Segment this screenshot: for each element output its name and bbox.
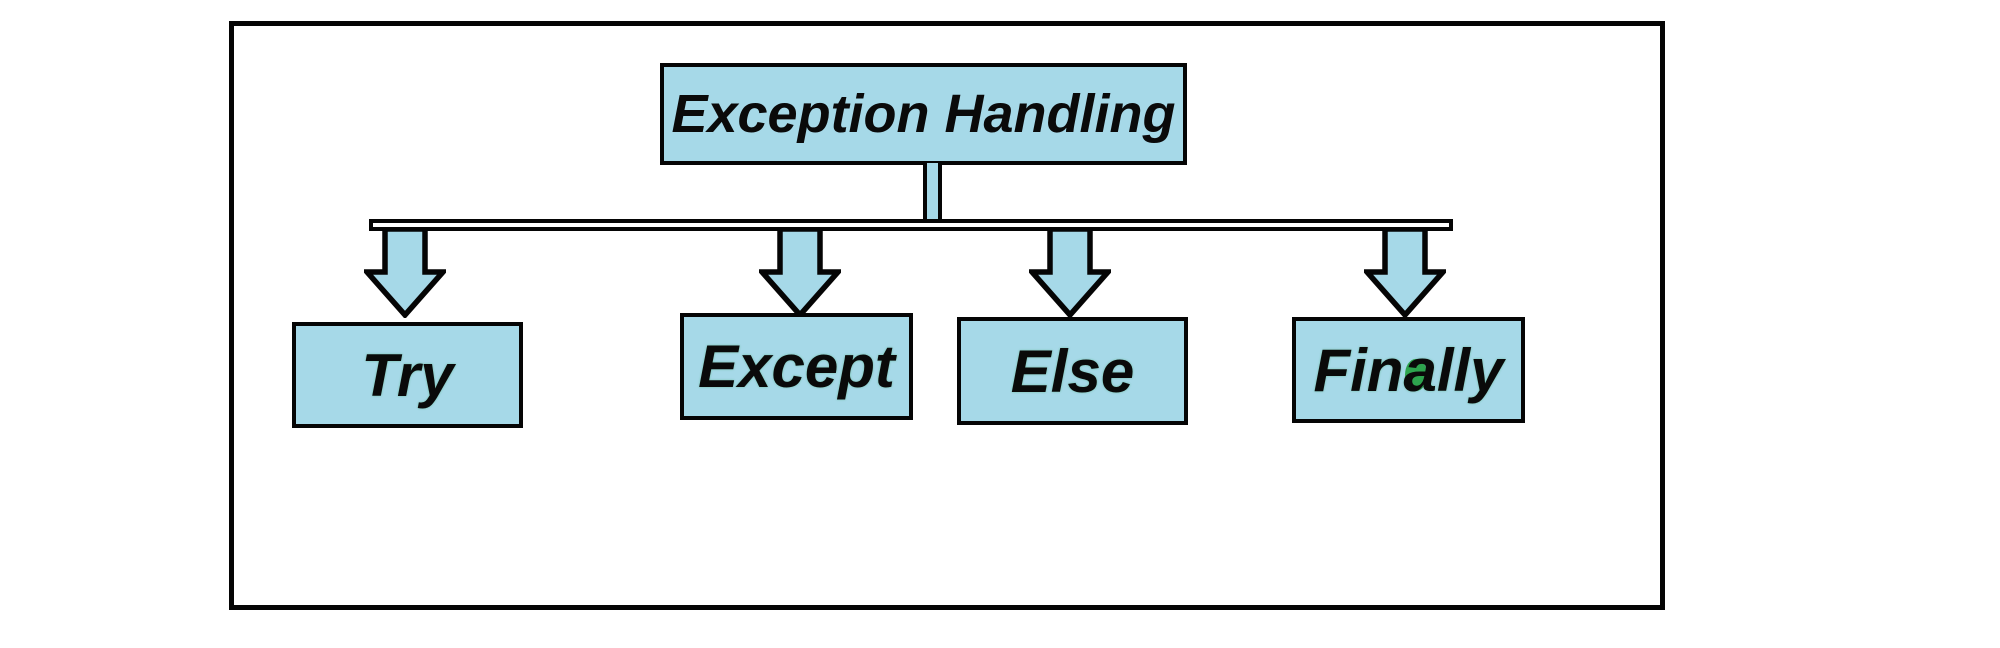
node-except: Except xyxy=(680,313,913,420)
node-finally-label: Finally xyxy=(1313,336,1503,405)
down-arrow-icon xyxy=(364,228,446,318)
finally-label-pre: Fin xyxy=(1313,336,1404,404)
node-else: Else xyxy=(957,317,1188,425)
node-finally: Finally xyxy=(1292,317,1525,423)
node-exception-handling: Exception Handling xyxy=(660,63,1187,165)
title-label: Exception Handling xyxy=(671,84,1176,144)
down-arrow-icon xyxy=(1364,228,1446,318)
node-except-label: Except xyxy=(698,333,895,400)
node-else-label: Else xyxy=(1010,337,1135,405)
finally-label-accent-letter: a xyxy=(1403,336,1437,404)
vertical-connector xyxy=(923,163,942,223)
horizontal-connector-bar xyxy=(369,219,1453,231)
down-arrow-icon xyxy=(759,228,841,318)
node-try: Try xyxy=(292,322,523,428)
down-arrow-icon xyxy=(1029,228,1111,318)
finally-label-post: lly xyxy=(1436,336,1504,404)
node-try-label: Try xyxy=(361,341,454,409)
